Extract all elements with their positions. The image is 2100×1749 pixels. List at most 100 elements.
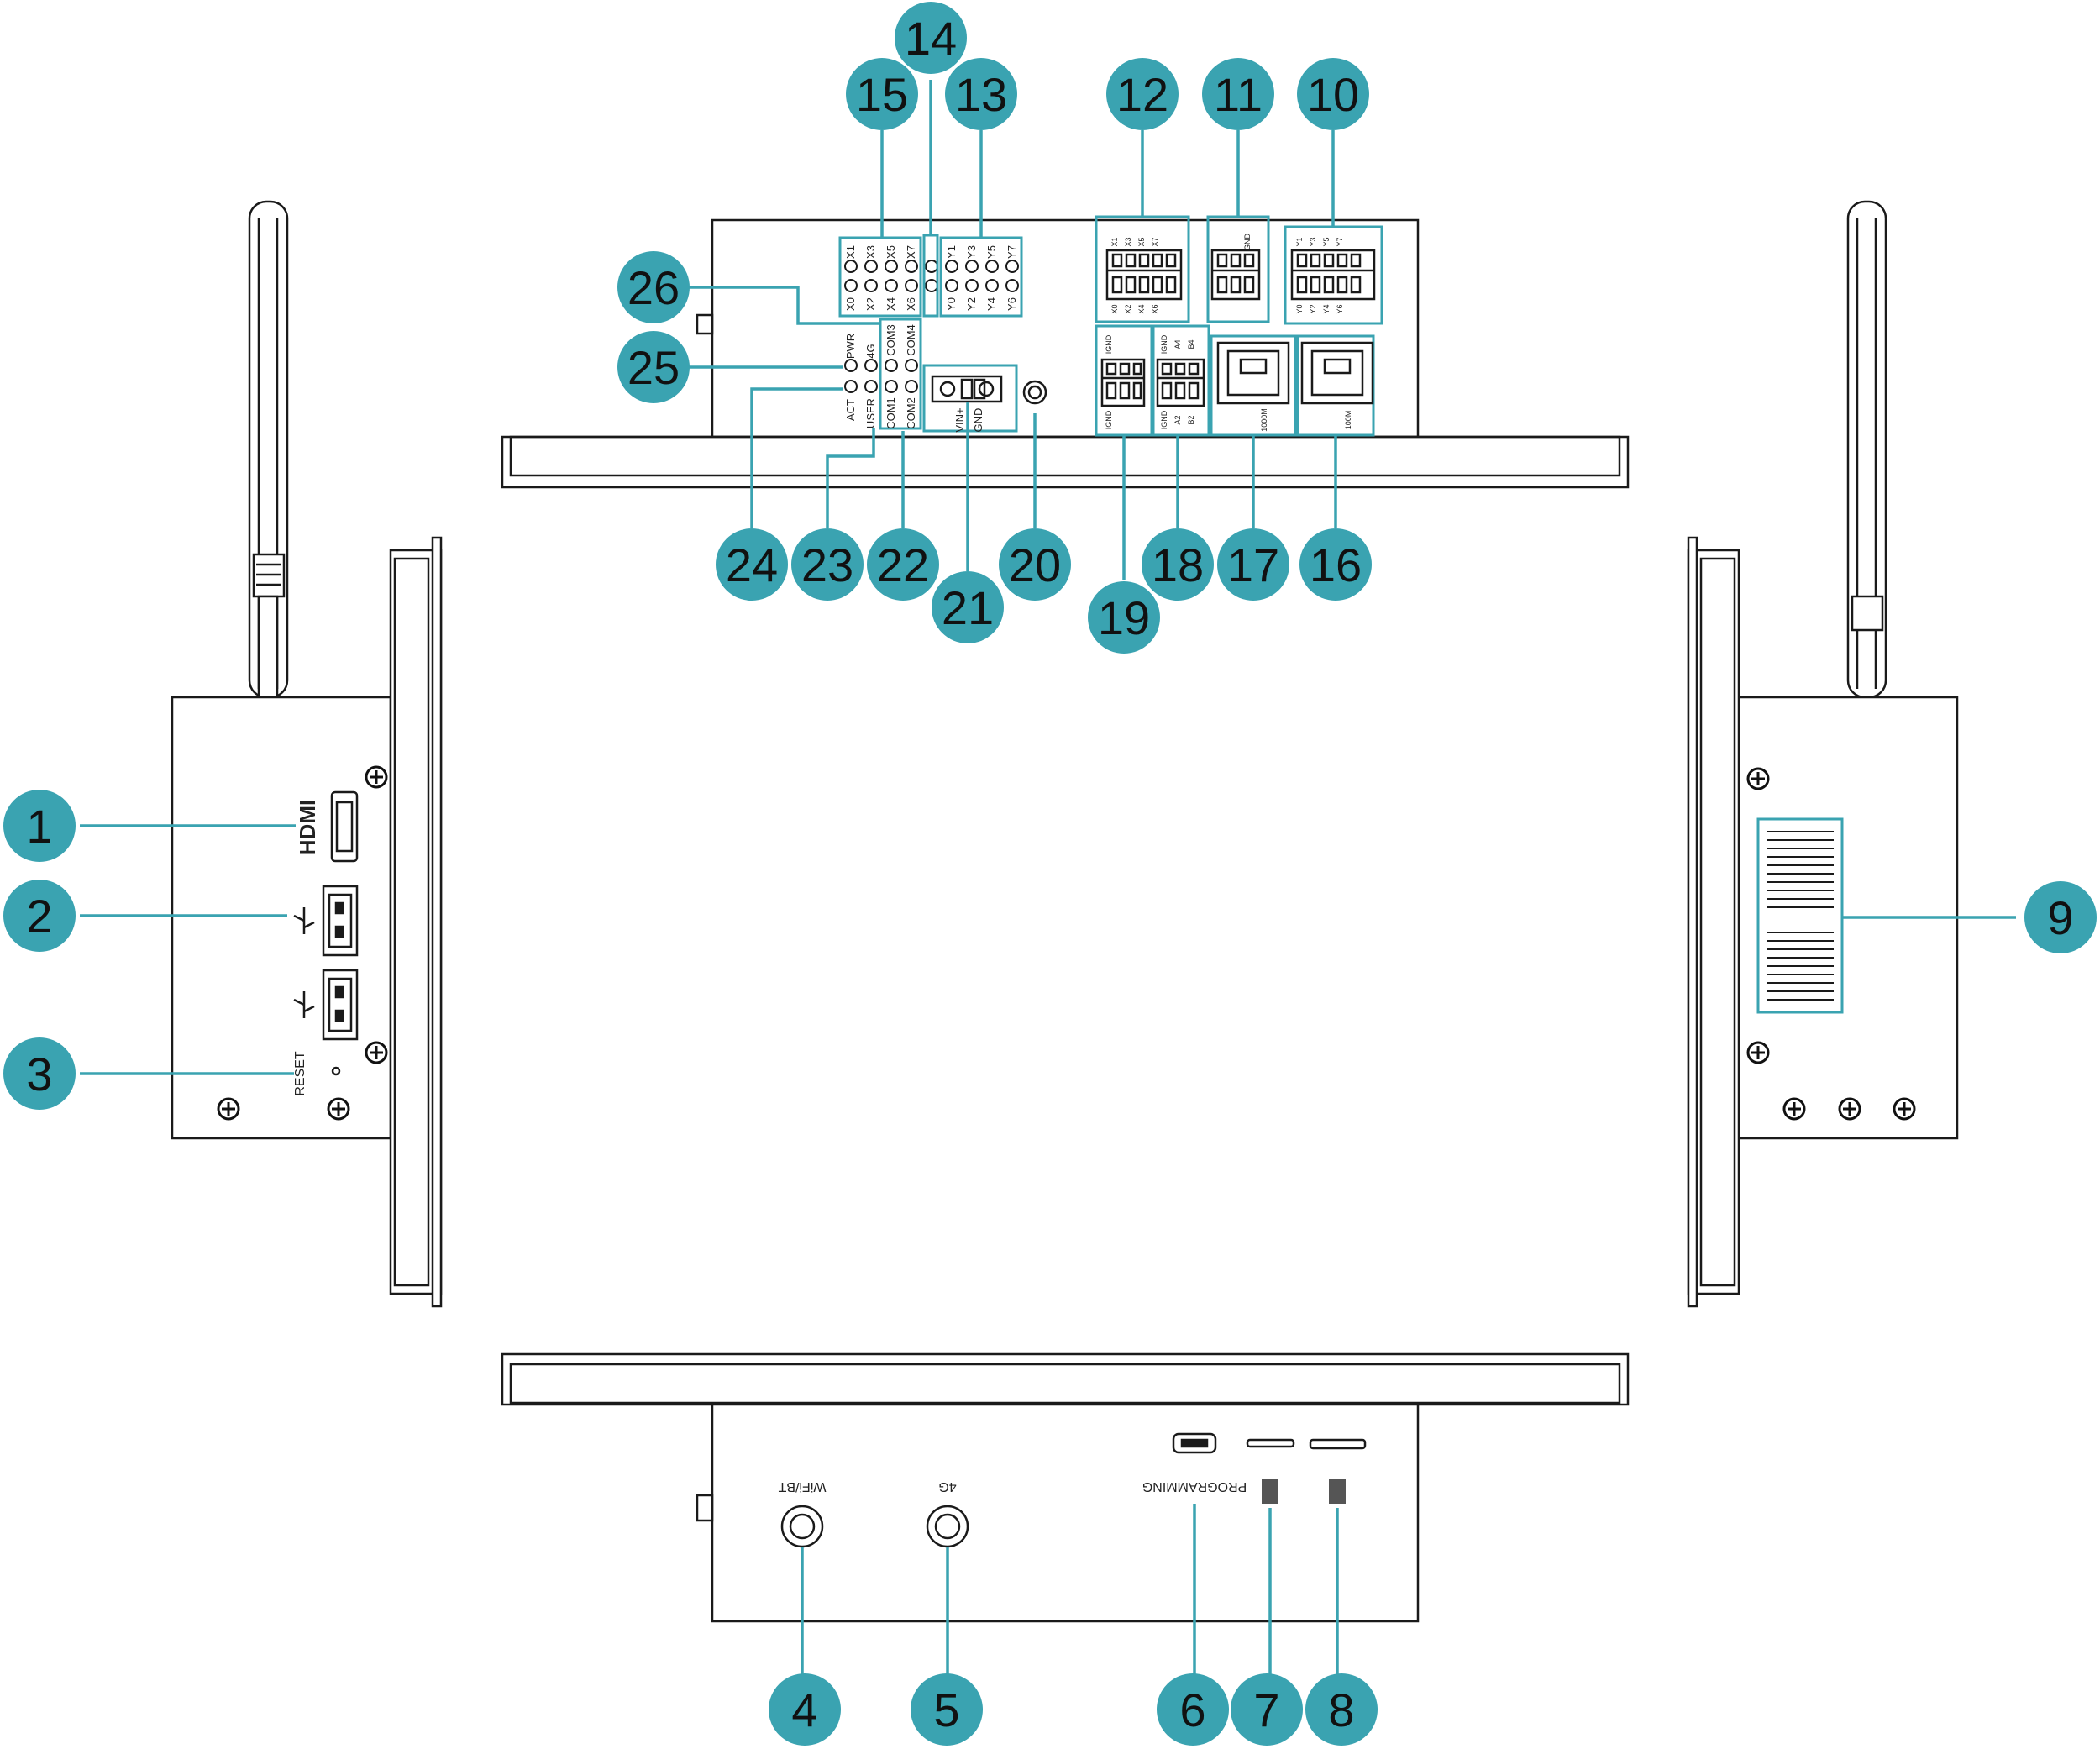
x0-led-label: X0 (844, 297, 857, 311)
y3-led-label: Y3 (965, 245, 978, 259)
sd-card-icon-1 (1262, 1479, 1278, 1504)
callout-24: 24 (716, 528, 788, 601)
wifi-bt-label: WiFi/BT (778, 1479, 826, 1494)
terminal-block-11 (1210, 249, 1261, 301)
callout-8: 8 (1305, 1673, 1378, 1746)
term10-y5-label: Y5 (1322, 237, 1331, 246)
4g-led-label: 4G (864, 344, 877, 358)
callout-17: 17 (1217, 528, 1289, 601)
com3-led-label: COM3 (885, 324, 897, 356)
x3-led-label: X3 (864, 245, 877, 259)
callout-26: 26 (617, 251, 690, 323)
callout-2: 2 (3, 880, 76, 952)
x1-led-label: X1 (844, 245, 857, 259)
act-led-label: ACT (844, 399, 857, 421)
hdmi-port (330, 790, 359, 863)
sd-card-icon-2 (1329, 1479, 1346, 1504)
svg-text:25: 25 (627, 341, 680, 394)
svg-text:8: 8 (1328, 1683, 1354, 1736)
user-led-label: USER (864, 398, 877, 428)
callout-10: 10 (1297, 58, 1369, 130)
eth-1000m-label: 1000M (1260, 408, 1268, 432)
svg-text:19: 19 (1098, 591, 1150, 644)
svg-text:24: 24 (726, 538, 778, 591)
4g-antenna-label: 4G (938, 1479, 956, 1494)
terminal-block-12 (1105, 249, 1183, 301)
y1-led-label: Y1 (945, 245, 958, 259)
term12-x2-label: X2 (1124, 304, 1132, 313)
term10-y3-label: Y3 (1309, 237, 1317, 246)
com1-led-label: COM1 (885, 397, 897, 429)
callout-7: 7 (1231, 1673, 1303, 1746)
svg-text:5: 5 (933, 1683, 959, 1736)
term18-a2-label: A2 (1173, 415, 1182, 424)
bottom-view (501, 1352, 1630, 1623)
antenna-left (248, 200, 289, 699)
usb-icon (293, 907, 315, 1018)
programming-label: PROGRAMMING (1142, 1479, 1247, 1494)
x4-led-label: X4 (885, 297, 897, 311)
callout-22: 22 (867, 528, 939, 601)
svg-text:7: 7 (1253, 1683, 1279, 1736)
term10-y2-label: Y2 (1309, 304, 1317, 313)
callout-9: 9 (2024, 881, 2097, 953)
pwr-led-label: PWR (844, 334, 857, 359)
callout-21: 21 (932, 571, 1004, 643)
svg-text:26: 26 (627, 261, 680, 314)
term12-x6-label: X6 (1151, 304, 1159, 313)
com4-led-label: COM4 (905, 324, 917, 356)
y7-led-label: Y7 (1005, 245, 1018, 259)
svg-text:10: 10 (1307, 68, 1359, 121)
ground-screw (1022, 380, 1047, 405)
callout-boxes (838, 215, 1383, 437)
svg-text:17: 17 (1227, 538, 1279, 591)
reset-hole (331, 1066, 341, 1076)
callout-1: 1 (3, 790, 76, 862)
callout-20: 20 (999, 528, 1071, 601)
svg-text:2: 2 (26, 890, 52, 943)
y6-led-label: Y6 (1005, 297, 1018, 311)
term10-y0-label: Y0 (1295, 304, 1304, 313)
term18-ignd-top-label: IGND (1160, 334, 1168, 354)
y2-led-label: Y2 (965, 297, 978, 311)
top-view (501, 215, 1630, 489)
svg-text:6: 6 (1179, 1683, 1205, 1736)
sd-slot-2 (1309, 1438, 1367, 1450)
callout-4: 4 (769, 1673, 841, 1746)
callout-13: 13 (945, 58, 1017, 130)
svg-text:11: 11 (1214, 68, 1263, 121)
vent-grille (1756, 817, 1844, 1014)
left-side-view (171, 200, 443, 1308)
x2-led-label: X2 (864, 297, 877, 311)
callout-19: 19 (1088, 581, 1160, 654)
gnd-label: GND (972, 408, 984, 433)
svg-text:22: 22 (877, 538, 929, 591)
left-screws (217, 765, 388, 1121)
y0-led-label: Y0 (945, 297, 958, 311)
callout-25: 25 (617, 331, 690, 403)
svg-text:12: 12 (1116, 68, 1168, 121)
term12-x3-label: X3 (1124, 237, 1132, 246)
top-panel-labels: X1 X3 X5 X7 X0 X2 X4 X6 Y1 Y3 Y5 Y7 Y0 Y… (844, 234, 1352, 433)
callout-3: 3 (3, 1037, 76, 1110)
svg-text:13: 13 (955, 68, 1007, 121)
x7-led-label: X7 (905, 245, 917, 259)
term10-y7-label: Y7 (1336, 237, 1344, 246)
svg-text:1: 1 (26, 800, 52, 853)
term18-ignd-bottom-label: IGND (1160, 410, 1168, 429)
term18-a4-label: A4 (1173, 339, 1182, 349)
term12-x4-label: X4 (1137, 304, 1146, 313)
svg-text:15: 15 (856, 68, 908, 121)
term19-top-label: IGND (1105, 334, 1113, 354)
right-side-view (1687, 200, 1959, 1308)
com2-led-label: COM2 (905, 397, 917, 429)
svg-text:16: 16 (1310, 538, 1362, 591)
svg-text:20: 20 (1009, 538, 1061, 591)
x5-led-label: X5 (885, 245, 897, 259)
eth-100m-label: 100M (1344, 411, 1352, 430)
term10-y1-label: Y1 (1295, 237, 1304, 246)
callout-16: 16 (1299, 528, 1372, 601)
y4-led-label: Y4 (985, 297, 998, 311)
term11-gnd-label: GND (1243, 234, 1252, 251)
